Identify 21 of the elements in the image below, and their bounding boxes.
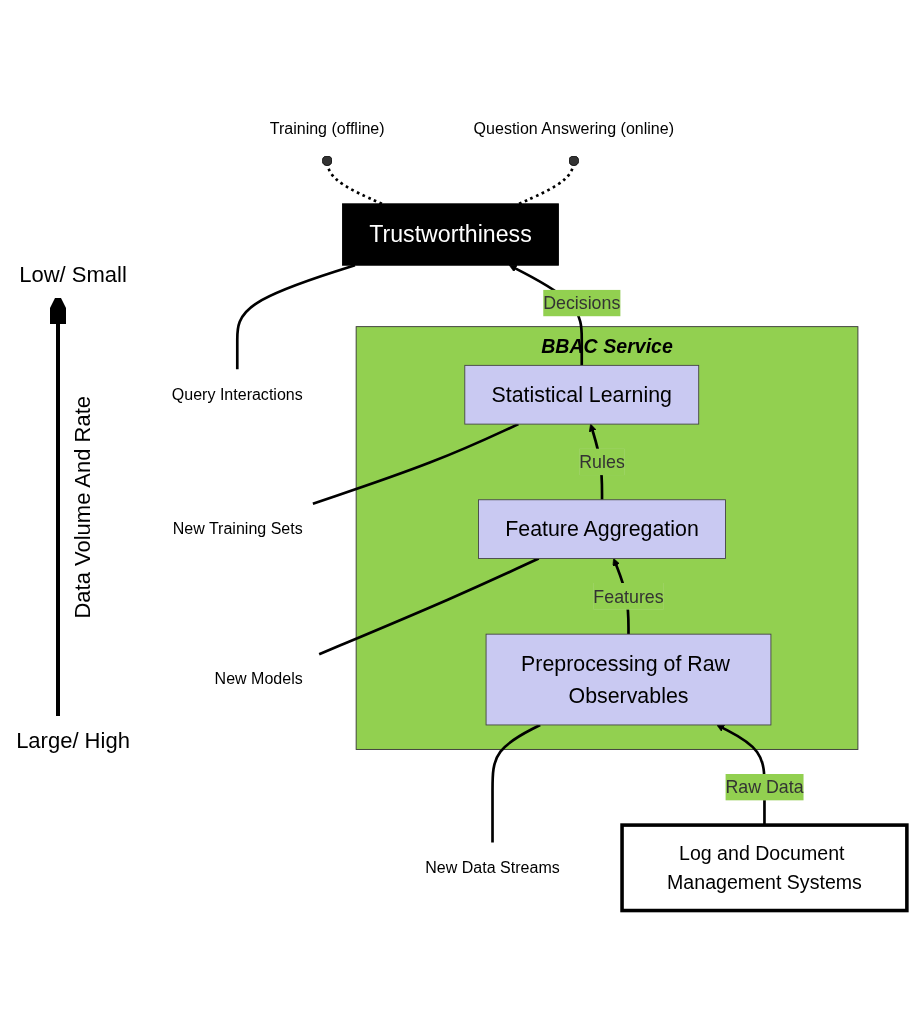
node-box: Preprocessing of Raw Observables [485,633,772,726]
edge-label: Features [593,586,664,607]
node-text: New Models [214,670,303,689]
node-text: New Data Streams [425,858,560,877]
node-box: Log and Document Management Systems [620,823,909,913]
axis-label: Data Volume And Rate [70,396,96,619]
connector [318,557,540,656]
scale-label: Low/ Small [19,261,127,288]
node-box: Trustworthiness [342,203,559,266]
node-text: Question Answering (online) [473,120,674,139]
node-box: Feature Aggregation [478,499,726,560]
node-text: New Training Sets [172,519,303,538]
scale-label: Large/ High [16,727,130,754]
node-box: Statistical Learning [464,365,700,425]
edge-label: Raw Data [725,777,804,798]
connector [312,423,519,506]
edge-label: Decisions [543,293,621,314]
connector [235,264,356,370]
edge-label: Rules [579,452,625,472]
node-text: Training (offline) [269,120,385,139]
node-text: Query Interactions [171,385,303,404]
